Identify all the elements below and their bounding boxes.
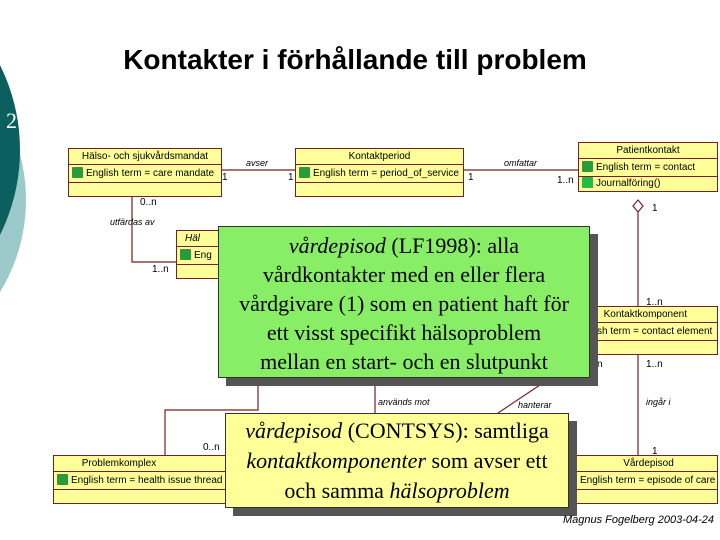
label-utfardas: utfärdas av — [110, 217, 155, 227]
class-problemkomplex[interactable]: Problemkomplex English term = health iss… — [53, 455, 235, 504]
class-patientkontakt[interactable]: Patientkontakt English term = contact Jo… — [578, 142, 718, 192]
class-name: Patientkontakt — [579, 143, 717, 159]
slide-number: 2 — [6, 108, 17, 133]
line-problem — [164, 378, 259, 455]
mult-hidden-left: 1..n — [152, 264, 169, 275]
class-kontaktperiod[interactable]: Kontaktperiod English term = period_of_s… — [295, 148, 464, 197]
note-lf1998: vårdepisod (LF1998): alla vårdkontakter … — [218, 226, 590, 378]
mult-patient-bottom: 1 — [652, 203, 658, 214]
attribute-icon — [582, 161, 593, 172]
class-name: Problemkomplex — [54, 456, 234, 472]
class-attribute: English term = period_of_service — [296, 165, 463, 183]
line-utfardas — [131, 195, 176, 263]
class-vardepisod[interactable]: Vårdepisod English term = episode of car… — [567, 455, 718, 504]
mult-omfattar-right: 1..n — [557, 175, 574, 186]
mult-komp-bottom: 1..n — [646, 359, 663, 370]
note-contsys: vårdepisod (CONTSYS): samtliga kontaktko… — [225, 413, 569, 508]
label-anvands: används mot — [378, 397, 430, 407]
page-title: Kontakter i förhållande till problem — [123, 44, 587, 75]
method-icon — [582, 177, 593, 188]
label-ingar: ingår i — [646, 397, 671, 407]
attribute-icon — [299, 167, 310, 178]
mult-komp-left: n — [597, 359, 603, 370]
mult-problem-top: 0..n — [203, 442, 220, 453]
attribute-icon — [180, 249, 191, 260]
label-avser: avser — [246, 158, 269, 168]
class-attribute: English term = care mandate — [69, 165, 221, 183]
class-method: Journalföring() — [579, 177, 717, 191]
class-attribute: Eng — [177, 247, 253, 265]
class-name: Vårdepisod — [568, 456, 717, 472]
aggregation-diamond — [632, 199, 644, 213]
mult-vard-top: 1 — [652, 446, 658, 457]
label-hanterar: hanterar — [518, 400, 552, 410]
label-omfattar: omfattar — [504, 158, 538, 168]
mult-avser-right: 1 — [288, 172, 294, 183]
association-lines — [131, 169, 644, 455]
class-halso[interactable]: Hälso- och sjukvårdsmandat English term … — [68, 148, 222, 197]
attribute-icon — [72, 167, 83, 178]
signature: Magnus Fogelberg 2003-04-24 — [562, 514, 714, 526]
line-hanterar — [497, 384, 541, 414]
attribute-icon — [57, 474, 68, 485]
class-name: Hälso- och sjukvårdsmandat — [69, 149, 221, 165]
mult-halso-bottom: 0..n — [140, 197, 157, 208]
mult-omfattar-left: 1 — [468, 172, 474, 183]
class-attribute: sh term = contact element — [561, 323, 717, 341]
dark-teal-circle — [0, 65, 20, 235]
class-attribute: English term = health issue thread — [54, 472, 234, 490]
class-attribute: English term = contact — [579, 159, 717, 177]
class-name: Kontaktkomponent — [561, 307, 717, 323]
class-name: Häl — [177, 231, 253, 247]
mult-komp-top: 1..n — [646, 297, 663, 308]
class-name: Kontaktperiod — [296, 149, 463, 165]
mult-avser-left: 1 — [222, 172, 228, 183]
class-attribute: English term = episode of care — [568, 472, 717, 490]
